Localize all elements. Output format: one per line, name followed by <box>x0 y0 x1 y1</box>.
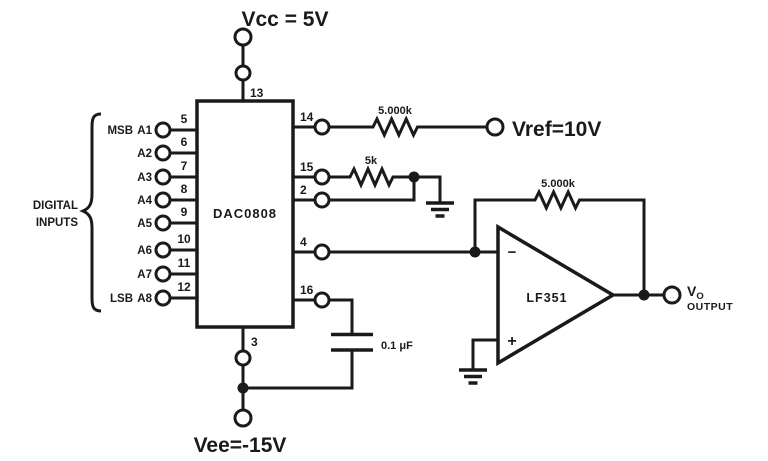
input-terminal <box>154 241 172 259</box>
pin14-connector <box>313 118 331 136</box>
vee-supply: 3 Vee=-15V <box>194 327 287 457</box>
input-label: A1 <box>137 125 152 137</box>
comp-ground-branch: 15 5k 2 <box>293 155 454 218</box>
junction-dot <box>469 246 481 258</box>
input-row-a5: A5 9 <box>137 205 197 232</box>
input-terminal <box>154 191 172 209</box>
pin-label: 10 <box>177 232 191 246</box>
pin13-label: 13 <box>250 86 264 100</box>
input-row-a2: A2 6 <box>137 135 197 162</box>
opamp-name: LF351 <box>526 291 567 305</box>
pin-label: 6 <box>181 135 188 149</box>
input-terminal <box>154 289 172 307</box>
pin-label: 8 <box>181 182 188 196</box>
rf-value: 5.000k <box>541 178 576 190</box>
input-row-a7: A7 11 <box>137 256 197 283</box>
input-terminal <box>154 144 172 162</box>
pin2-riser <box>329 177 416 202</box>
pin-label: 12 <box>177 280 191 294</box>
input-row-a1: A1 5 <box>137 112 197 139</box>
pin15-label: 15 <box>300 160 314 174</box>
input-terminal <box>154 214 172 232</box>
digital-label-1: DIGITAL <box>33 200 78 212</box>
ground-symbol <box>426 201 454 218</box>
digital-inputs: DIGITAL INPUTS MSB LSB A1 5 A2 6 A3 7 A4… <box>33 112 197 313</box>
vcc-connector <box>234 64 252 82</box>
vref-branch: 14 5.000k Vref=10V <box>293 105 601 141</box>
dac-ic: DAC0808 <box>195 99 295 329</box>
input-label: A4 <box>137 195 152 207</box>
input-terminal <box>154 265 172 283</box>
cap-top-stem <box>329 298 354 333</box>
pin16-connector <box>313 291 331 309</box>
pin-label: 11 <box>178 256 191 270</box>
vee-terminal <box>233 408 253 428</box>
vcc-supply: Vcc = 5V 13 <box>233 8 329 102</box>
input-row-a4: A4 8 <box>137 182 197 209</box>
r15-resistor <box>329 165 414 189</box>
digital-label-2: INPUTS <box>36 217 79 229</box>
input-label: A8 <box>137 293 152 305</box>
junction-dot <box>237 382 249 394</box>
pin16-label: 16 <box>300 283 314 297</box>
input-terminal <box>154 168 172 186</box>
pin-label: 9 <box>181 205 188 219</box>
cap-bottom-stem <box>244 351 354 390</box>
r15-value: 5k <box>365 155 378 167</box>
msb-label: MSB <box>107 125 133 137</box>
pin4-connector <box>313 243 331 261</box>
input-label: A2 <box>137 148 152 160</box>
inputs-brace <box>79 112 102 313</box>
noninverting-input-symbol: + <box>507 333 516 350</box>
vee-label: Vee=-15V <box>194 434 287 457</box>
input-label: A5 <box>137 218 152 230</box>
input-row-a8: A8 12 <box>137 280 197 307</box>
feedback-resistor-path <box>473 188 646 290</box>
vref-terminal <box>485 117 505 137</box>
vref-label: Vref=10V <box>512 118 601 141</box>
iout-branch: 4 <box>293 235 497 261</box>
pin3-connector <box>234 349 252 367</box>
dac-body <box>195 99 295 329</box>
vo-label: VO <box>687 283 704 302</box>
pin15-connector <box>313 168 331 186</box>
input-row-a3: A3 7 <box>137 159 197 186</box>
pin2-label: 2 <box>300 183 307 197</box>
vo-terminal <box>662 285 682 305</box>
input-label: A7 <box>137 269 152 281</box>
ground-symbol <box>459 368 487 385</box>
rref-value: 5.000k <box>378 105 413 117</box>
pin-label: 7 <box>181 159 188 173</box>
pin4-label: 4 <box>300 235 307 249</box>
cap-value: 0.1 μF <box>381 340 413 352</box>
pin14-label: 14 <box>300 110 314 124</box>
junction-dot <box>638 289 650 301</box>
noninverting-ground-stem <box>471 338 498 369</box>
vo-subscript: O <box>696 291 703 302</box>
inverting-input-symbol: − <box>508 244 517 261</box>
vcc-label: Vcc = 5V <box>242 8 329 31</box>
capacitor-branch: 16 0.1 μF <box>244 283 413 390</box>
ground-stem <box>414 175 442 203</box>
feedback-loop: 5.000k <box>473 178 646 290</box>
pin2-connector <box>313 191 331 209</box>
output-label: OUTPUT <box>687 301 733 313</box>
input-label: A3 <box>137 172 152 184</box>
input-row-a6: A6 10 <box>137 232 197 259</box>
vcc-terminal <box>233 27 253 47</box>
dac-name: DAC0808 <box>213 206 277 221</box>
capacitor-symbol <box>331 332 373 352</box>
lsb-label: LSB <box>110 293 133 305</box>
rref-resistor <box>329 115 487 139</box>
pin-label: 5 <box>181 112 188 126</box>
pin3-label: 3 <box>251 335 258 349</box>
opamp-triangle <box>496 223 617 367</box>
output-terminal: VO OUTPUT <box>611 283 733 313</box>
opamp: − + LF351 <box>459 223 617 385</box>
vo-main: V <box>687 283 697 299</box>
input-label: A6 <box>137 245 152 257</box>
input-terminal <box>154 121 172 139</box>
